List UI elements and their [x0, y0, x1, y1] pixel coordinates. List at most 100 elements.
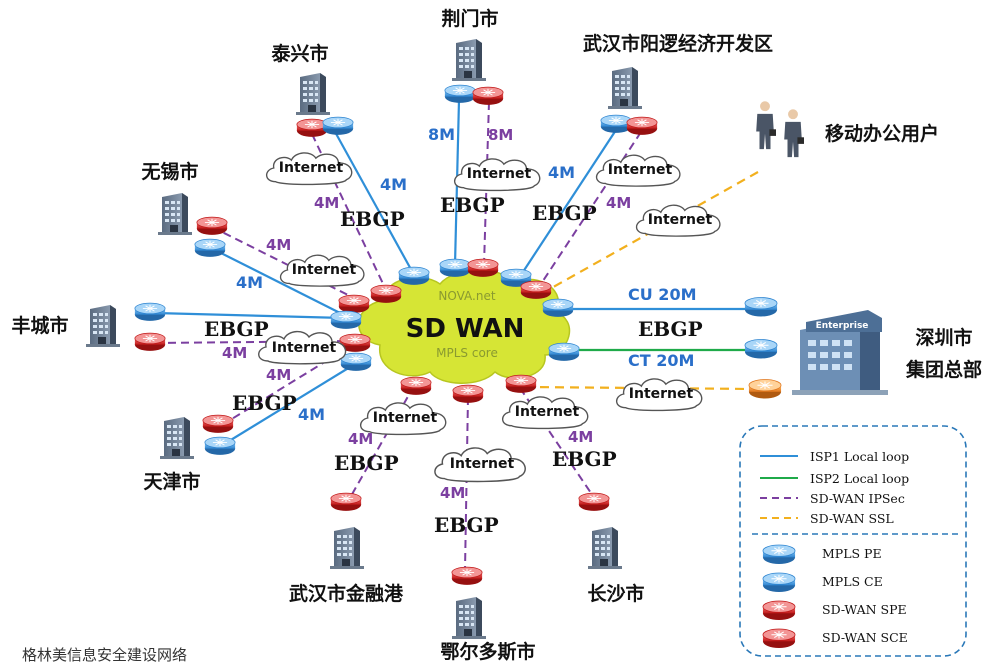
sdwan-sce-router [196, 216, 228, 236]
bw-label-fengcheng-ipsec: 4M [222, 344, 247, 362]
ebgp-label-jingmen: EBGP [440, 193, 505, 217]
sdwan-spe-router [338, 294, 370, 314]
enterprise-sign: Enterprise [816, 321, 869, 331]
bw-label-wuxi-ipsec: 4M [266, 236, 291, 254]
sdwan-spe-router [370, 284, 402, 304]
ipsec-link-ordos [464, 396, 469, 571]
internet-cloud-yangluo: Internet [595, 154, 681, 187]
legend-label-sdwan-sce: SD-WAN SCE [822, 630, 908, 645]
bw-label-jingmen-isp1: 8M [428, 125, 455, 144]
bw-label-tianjin-isp1: 4M [298, 405, 325, 424]
ssl-link-shenzhen [524, 385, 755, 391]
site-mobile-users: 移动办公用户 [756, 101, 939, 158]
city-label-shenzhen-hq: 集团总部 [905, 358, 982, 381]
svg-text:Internet: Internet [450, 456, 515, 472]
internet-cloud-tianjin: Internet [359, 402, 447, 436]
city-label-tianjin: 天津市 [143, 470, 200, 493]
internet-cloud-taixing: Internet [265, 152, 353, 186]
internet-cloud-jingmen: Internet [453, 158, 541, 192]
sdwan-sce-router [578, 492, 610, 512]
site-wuhan-yangluo: 武汉市阳逻经济开发区 [583, 32, 773, 136]
legend-icon-mpls-ce [762, 572, 796, 593]
ipsec-link-fengcheng [154, 340, 355, 344]
site-fengcheng: 丰城市 [11, 302, 166, 352]
sdwan-sce-router [202, 414, 234, 434]
internet-cloud-shenzhen: Internet [615, 378, 703, 412]
legend-label-mpls-pe: MPLS PE [822, 546, 882, 561]
legend-label-ssl: SD-WAN SSL [810, 511, 894, 526]
sdwan-spe-router [467, 258, 499, 278]
sd-wan-core-cloud: NOVA.net SD WAN MPLS core [358, 269, 571, 384]
ebgp-label-ordos: EBGP [434, 513, 499, 537]
svg-text:Internet: Internet [629, 386, 694, 402]
ebgp-label-fengcheng: EBGP [204, 317, 269, 341]
person-icon [784, 109, 804, 158]
bw-label-jingmen-ipsec: 8M [488, 126, 513, 144]
core-title: SD WAN [406, 314, 525, 344]
city-label-ordos: 鄂尔多斯市 [440, 640, 535, 663]
sdwan-spe-router [520, 280, 552, 300]
legend-icon-mpls-pe [762, 544, 796, 565]
legend-label-isp1: ISP1 Local loop [810, 449, 909, 464]
building-icon [608, 67, 642, 109]
bw-label-shenzhen-ct: CT 20M [628, 351, 694, 370]
core-faint-bottom: MPLS core [436, 346, 498, 360]
site-shenzhen-hq: Enterprise 深圳市 集团总部 [744, 297, 982, 399]
ebgp-labels: EBGP EBGP EBGP EBGP EBGP EBGP EBGP EBGP … [204, 193, 703, 537]
ebgp-label-shenzhen: EBGP [638, 317, 703, 341]
city-label-wuhan-yangluo: 武汉市阳逻经济开发区 [583, 32, 773, 55]
city-label-jingmen: 荆门市 [441, 7, 498, 30]
mpls-ce-router [744, 297, 778, 317]
city-label-mobile-users: 移动办公用户 [825, 122, 939, 145]
person-icon [756, 101, 776, 150]
site-wuxi: 无锡市 [141, 160, 228, 258]
ebgp-label-taixing: EBGP [340, 207, 405, 231]
bw-label-taixing-isp1: 4M [380, 175, 407, 194]
isp1-link-wuxi [208, 246, 347, 317]
internet-cloud-changsha: Internet [501, 396, 589, 430]
mpls-ce-router [744, 339, 778, 359]
ebgp-label-yangluo: EBGP [532, 201, 597, 225]
mpls-ce-router [600, 114, 632, 134]
building-icon [296, 73, 330, 115]
building-icon [330, 527, 364, 569]
bw-label-yangluo-isp1: 4M [548, 163, 575, 182]
city-label-taixing: 泰兴市 [270, 42, 328, 65]
site-ordos: 鄂尔多斯市 [440, 566, 536, 663]
city-label-fengcheng: 丰城市 [11, 314, 68, 337]
legend-label-isp2: ISP2 Local loop [810, 471, 909, 486]
bw-label-wuhan-jinrong: 4M [348, 430, 373, 448]
sdwan-spe-router [505, 374, 537, 394]
internet-cloud-ordos: Internet [434, 447, 526, 483]
footer-caption: 格林美信息安全建设网络 [22, 646, 187, 664]
building-icon [158, 193, 192, 235]
mpls-pe-router [548, 342, 580, 362]
bandwidth-labels: 8M 8M 4M 4M 4M 4M 4M 4M 4M 4M 4M CU 20M … [222, 125, 697, 502]
ebgp-label-changsha: EBGP [552, 447, 617, 471]
bw-label-wuxi-isp1: 4M [236, 273, 263, 292]
svg-text:Internet: Internet [279, 160, 344, 176]
legend-label-mpls-ce: MPLS CE [822, 574, 883, 589]
isp1-link-tianjin [220, 363, 356, 447]
sdwan-spe-router [452, 384, 484, 404]
bw-label-shenzhen-cu: CU 20M [628, 285, 697, 304]
building-icon [452, 39, 486, 81]
sdwan-sce-router [330, 492, 362, 512]
internet-cloud-fengcheng: Internet [257, 330, 347, 365]
sdwan-sce-router [296, 118, 328, 138]
isp1-link-yangluo [518, 129, 617, 279]
svg-text:Internet: Internet [608, 162, 673, 178]
ebgp-label-tianjin: EBGP [232, 391, 297, 415]
legend-label-ipsec: SD-WAN IPSec [810, 491, 905, 506]
ipsec-link-changsha [519, 387, 594, 497]
city-label-changsha: 长沙市 [587, 582, 644, 605]
mpls-ce-router [134, 302, 166, 322]
city-label-wuhan-jinrong: 武汉市金融港 [289, 582, 404, 605]
mpls-ce-router [194, 238, 226, 258]
bw-label-ordos: 4M [440, 484, 465, 502]
svg-text:Internet: Internet [272, 340, 337, 356]
sdwan-sce-router [134, 332, 166, 352]
sdwan-sce-router [748, 379, 782, 399]
svg-text:Internet: Internet [292, 262, 357, 278]
ipsec-link-wuhan-jinrong [350, 385, 415, 497]
